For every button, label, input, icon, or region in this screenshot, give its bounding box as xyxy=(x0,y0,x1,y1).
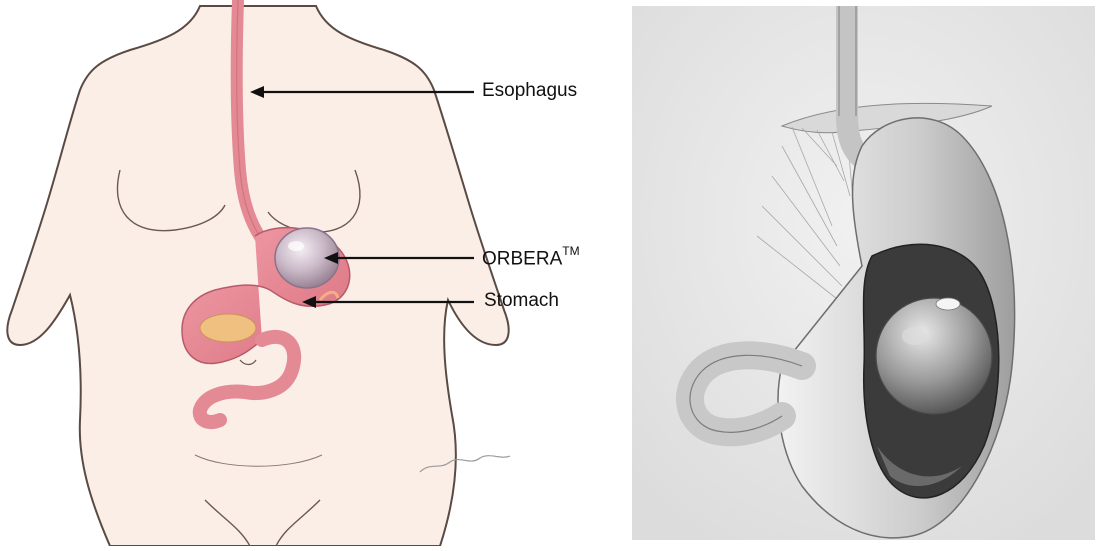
label-orbera: ORBERATM xyxy=(482,246,580,270)
label-stomach: Stomach xyxy=(484,290,559,312)
balloon-highlight xyxy=(288,241,304,251)
orbera-balloon xyxy=(876,298,992,414)
stomach-cutaway-illustration xyxy=(632,6,1095,540)
balloon-valve xyxy=(936,298,960,310)
stomach-cutaway-svg xyxy=(632,6,1095,540)
label-esophagus: Esophagus xyxy=(482,80,577,102)
balloon-reflection xyxy=(902,327,926,345)
pancreas xyxy=(200,314,256,342)
label-orbera-trademark: TM xyxy=(562,244,579,258)
label-orbera-text: ORBERA xyxy=(482,248,562,269)
body-anatomy-illustration: Esophagus ORBERATM Stomach xyxy=(0,0,620,546)
